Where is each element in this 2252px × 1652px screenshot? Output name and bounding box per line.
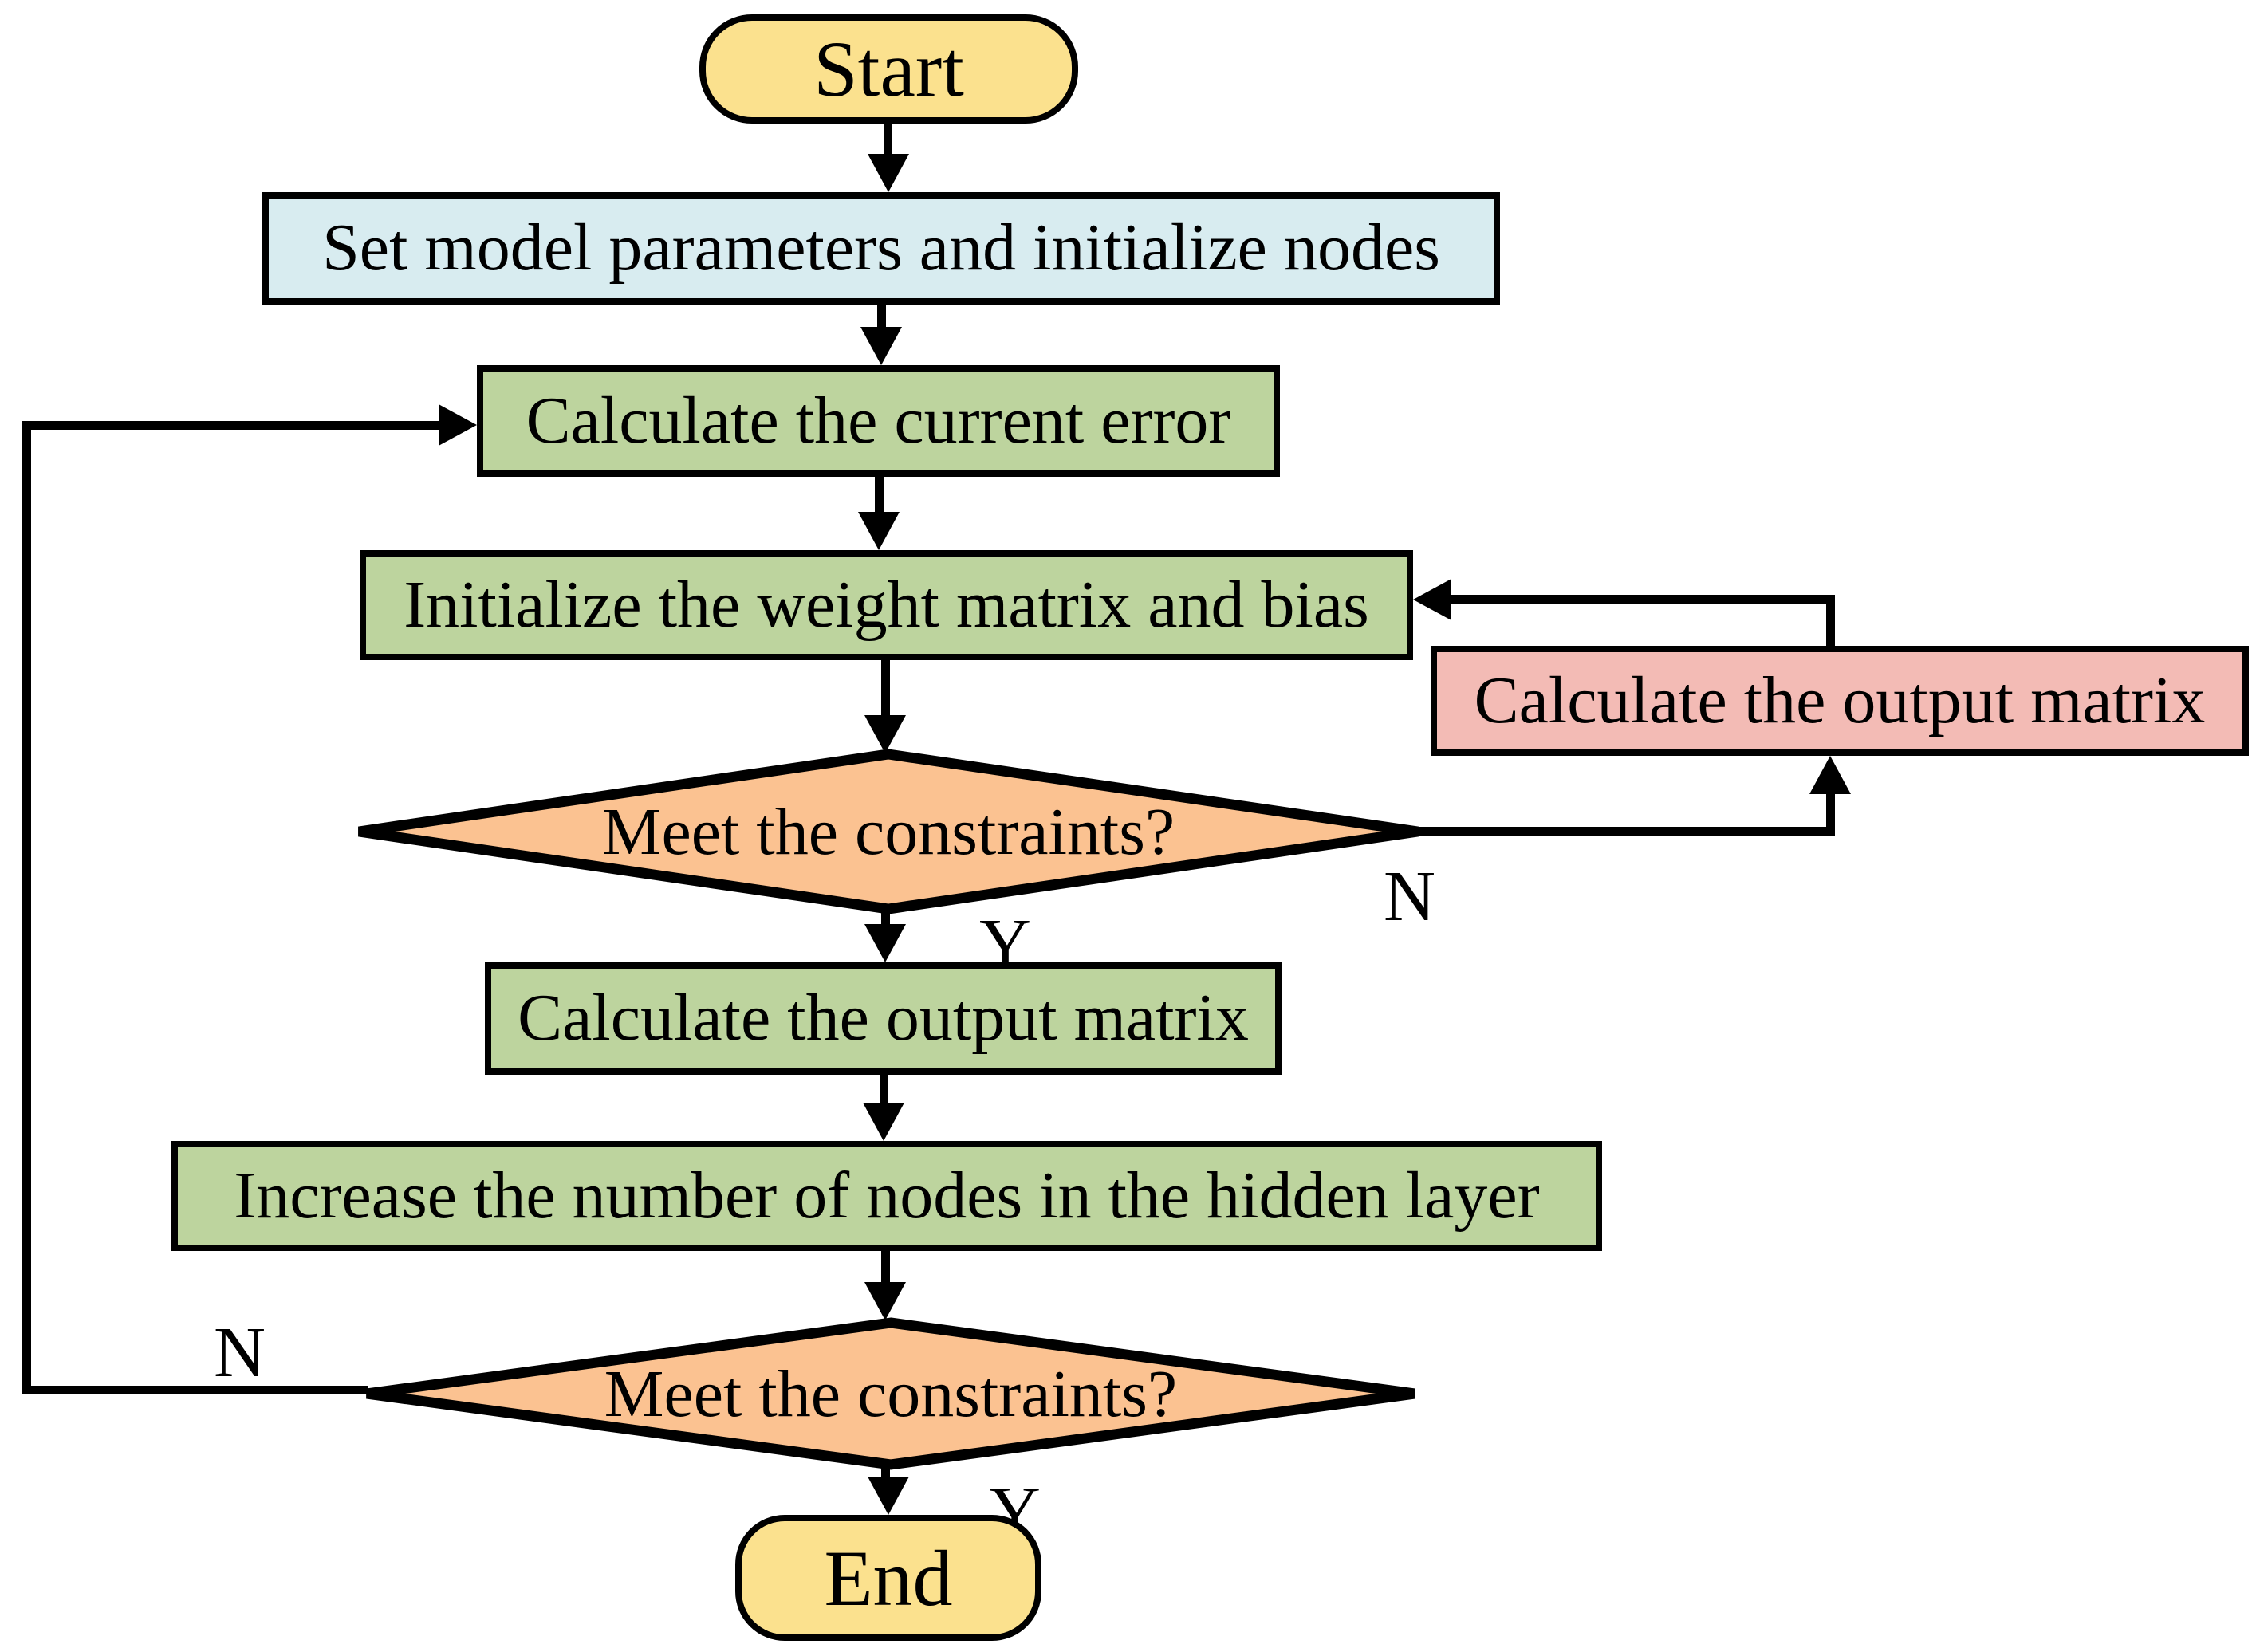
- edge-pink-initweights-vline: [1826, 600, 1835, 646]
- node-decision2: Meet the constraints?: [360, 1316, 1422, 1472]
- arrowhead-down-icon: [858, 512, 900, 550]
- node-calc-output: Calculate the output matrix: [485, 962, 1282, 1075]
- node-start-label: Start: [813, 25, 964, 113]
- edge-decision1-calcoutput-line: [881, 909, 890, 934]
- edge-label-decision1-no: N: [1384, 857, 1435, 936]
- node-increase-nodes: Increase the number of nodes in the hidd…: [171, 1141, 1602, 1251]
- arrowhead-down-icon: [863, 1103, 904, 1141]
- edge-increase-decision2-line: [881, 1251, 890, 1291]
- node-end-label: End: [824, 1533, 953, 1622]
- edge-start-setparams-line: [884, 124, 892, 165]
- node-decision1-label: Meet the constraints?: [601, 794, 1175, 869]
- node-end: End: [735, 1515, 1041, 1641]
- arrowhead-down-icon: [864, 1282, 906, 1320]
- arrowhead-down-icon: [864, 924, 906, 962]
- node-set-params-label: Set model parameters and initialize node…: [322, 210, 1440, 285]
- node-increase-nodes-label: Increase the number of nodes in the hidd…: [234, 1158, 1540, 1233]
- arrowhead-left-icon: [1413, 579, 1451, 620]
- edge-calcerror-initweights-line: [875, 477, 884, 521]
- node-set-params: Set model parameters and initialize node…: [262, 192, 1500, 305]
- arrowhead-down-icon: [868, 154, 909, 192]
- arrowhead-down-icon: [868, 1477, 909, 1515]
- node-init-weights: Initialize the weight matrix and bias: [360, 550, 1413, 660]
- node-calc-output-label: Calculate the output matrix: [518, 981, 1249, 1056]
- decision1-shape: [358, 749, 1419, 914]
- node-init-weights-label: Initialize the weight matrix and bias: [404, 567, 1369, 642]
- arrowhead-up-icon: [1809, 756, 1851, 794]
- edge-decision2-no-hline-bottom: [22, 1386, 368, 1394]
- edge-decision2-end-line: [881, 1461, 890, 1487]
- edge-label-decision2-no: N: [214, 1313, 266, 1392]
- edge-initweights-decision1-line: [881, 660, 890, 726]
- edge-pink-initweights-hline: [1445, 595, 1835, 604]
- node-calc-error: Calculate the current error: [477, 365, 1280, 477]
- arrowhead-right-icon: [439, 404, 477, 446]
- node-calc-output-loop: Calculate the output matrix: [1431, 646, 2249, 756]
- node-decision2-label: Meet the constraints?: [604, 1356, 1178, 1431]
- arrowhead-down-icon: [864, 715, 906, 753]
- edge-setparams-calcerror-line: [877, 305, 886, 338]
- decision2-shape: [366, 1317, 1415, 1470]
- edge-decision2-no-vline: [22, 421, 31, 1394]
- node-calc-error-label: Calculate the current error: [526, 383, 1231, 458]
- edge-decision1-no-hline: [1415, 827, 1835, 836]
- edge-decision2-no-hline-top: [22, 421, 445, 430]
- node-calc-output-loop-label: Calculate the output matrix: [1474, 663, 2206, 738]
- node-start: Start: [699, 14, 1078, 124]
- node-decision1: Meet the constraints?: [352, 747, 1425, 916]
- edge-calcoutput-increase-line: [880, 1075, 888, 1113]
- arrowhead-down-icon: [860, 327, 902, 365]
- edge-decision1-no-vline: [1826, 794, 1835, 836]
